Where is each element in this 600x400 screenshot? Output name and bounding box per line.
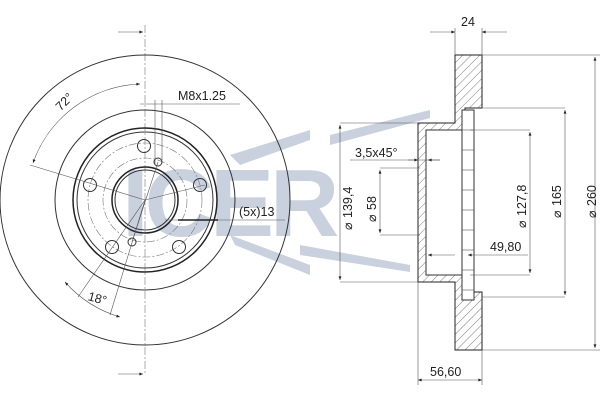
dia-165-dimension: ⌀ 165 <box>550 185 564 218</box>
thickness-label: 24 <box>461 15 475 29</box>
bolt-circle <box>87 142 203 258</box>
dia-symbol: ⌀ <box>341 222 355 230</box>
dia-58-dimension: ⌀ 58 <box>365 196 379 222</box>
watermark-swoosh-right-bottom <box>300 245 410 272</box>
dia-58-label: 58 <box>365 196 379 210</box>
hat-outer-edge <box>72 127 218 273</box>
dia-165-label: 165 <box>550 185 564 206</box>
thread-hole <box>127 237 137 247</box>
watermark-swoosh-bottom <box>230 235 310 275</box>
angle-72-arc <box>32 82 141 164</box>
hat-bore <box>425 129 463 276</box>
dia-symbol: ⌀ <box>585 210 599 218</box>
chamfer-label: 3,5x45° <box>355 146 398 160</box>
bolt-holes-label: (5x)13 <box>239 205 274 219</box>
bolt-hole <box>172 240 186 254</box>
thread-hole <box>153 157 163 167</box>
dia-symbol: ⌀ <box>550 210 564 218</box>
dimension-lines <box>338 28 600 385</box>
disc-outer-edge <box>0 54 291 346</box>
cooling-vanes <box>461 109 475 301</box>
icer-watermark: ICER <box>122 110 430 275</box>
depth-label: 49,80 <box>490 240 521 254</box>
vane-lines <box>462 129 474 291</box>
dia-127-label: 127,8 <box>515 185 529 216</box>
watermark-swoosh-top <box>230 130 310 165</box>
bolt-hole <box>193 178 207 192</box>
hat-inner-edge <box>76 131 214 269</box>
angle-18-label: 18° <box>86 289 108 307</box>
center-bore <box>111 166 179 234</box>
center-bore-chamfer <box>114 169 176 231</box>
thread-label: M8x1.25 <box>178 89 226 103</box>
dia-139-dimension: ⌀ 139,4 <box>341 187 355 230</box>
dia-260-label: 260 <box>585 185 599 206</box>
side-view: 24 3,5x45° 49,80 56,60 ⌀ 139,4 ⌀ 58 ⌀ 12… <box>338 15 600 385</box>
watermark-swoosh-right-top <box>330 110 430 145</box>
dia-symbol: ⌀ <box>515 220 529 228</box>
angle-18-arc <box>64 281 121 318</box>
dia-139-label: 139,4 <box>341 187 355 218</box>
bolt-hole <box>105 240 119 254</box>
inner-circle <box>102 157 188 243</box>
watermark-text: ICER <box>122 150 338 257</box>
bolt-hole <box>83 178 97 192</box>
height-label: 56,60 <box>430 365 461 379</box>
angle-72-label: 72° <box>53 90 76 113</box>
dia-260-dimension: ⌀ 260 <box>585 185 599 218</box>
dia-symbol: ⌀ <box>365 214 379 222</box>
braking-surface-inner-edge <box>54 109 236 291</box>
bolt-holes <box>83 139 207 254</box>
dia-127-dimension: ⌀ 127,8 <box>515 185 529 228</box>
